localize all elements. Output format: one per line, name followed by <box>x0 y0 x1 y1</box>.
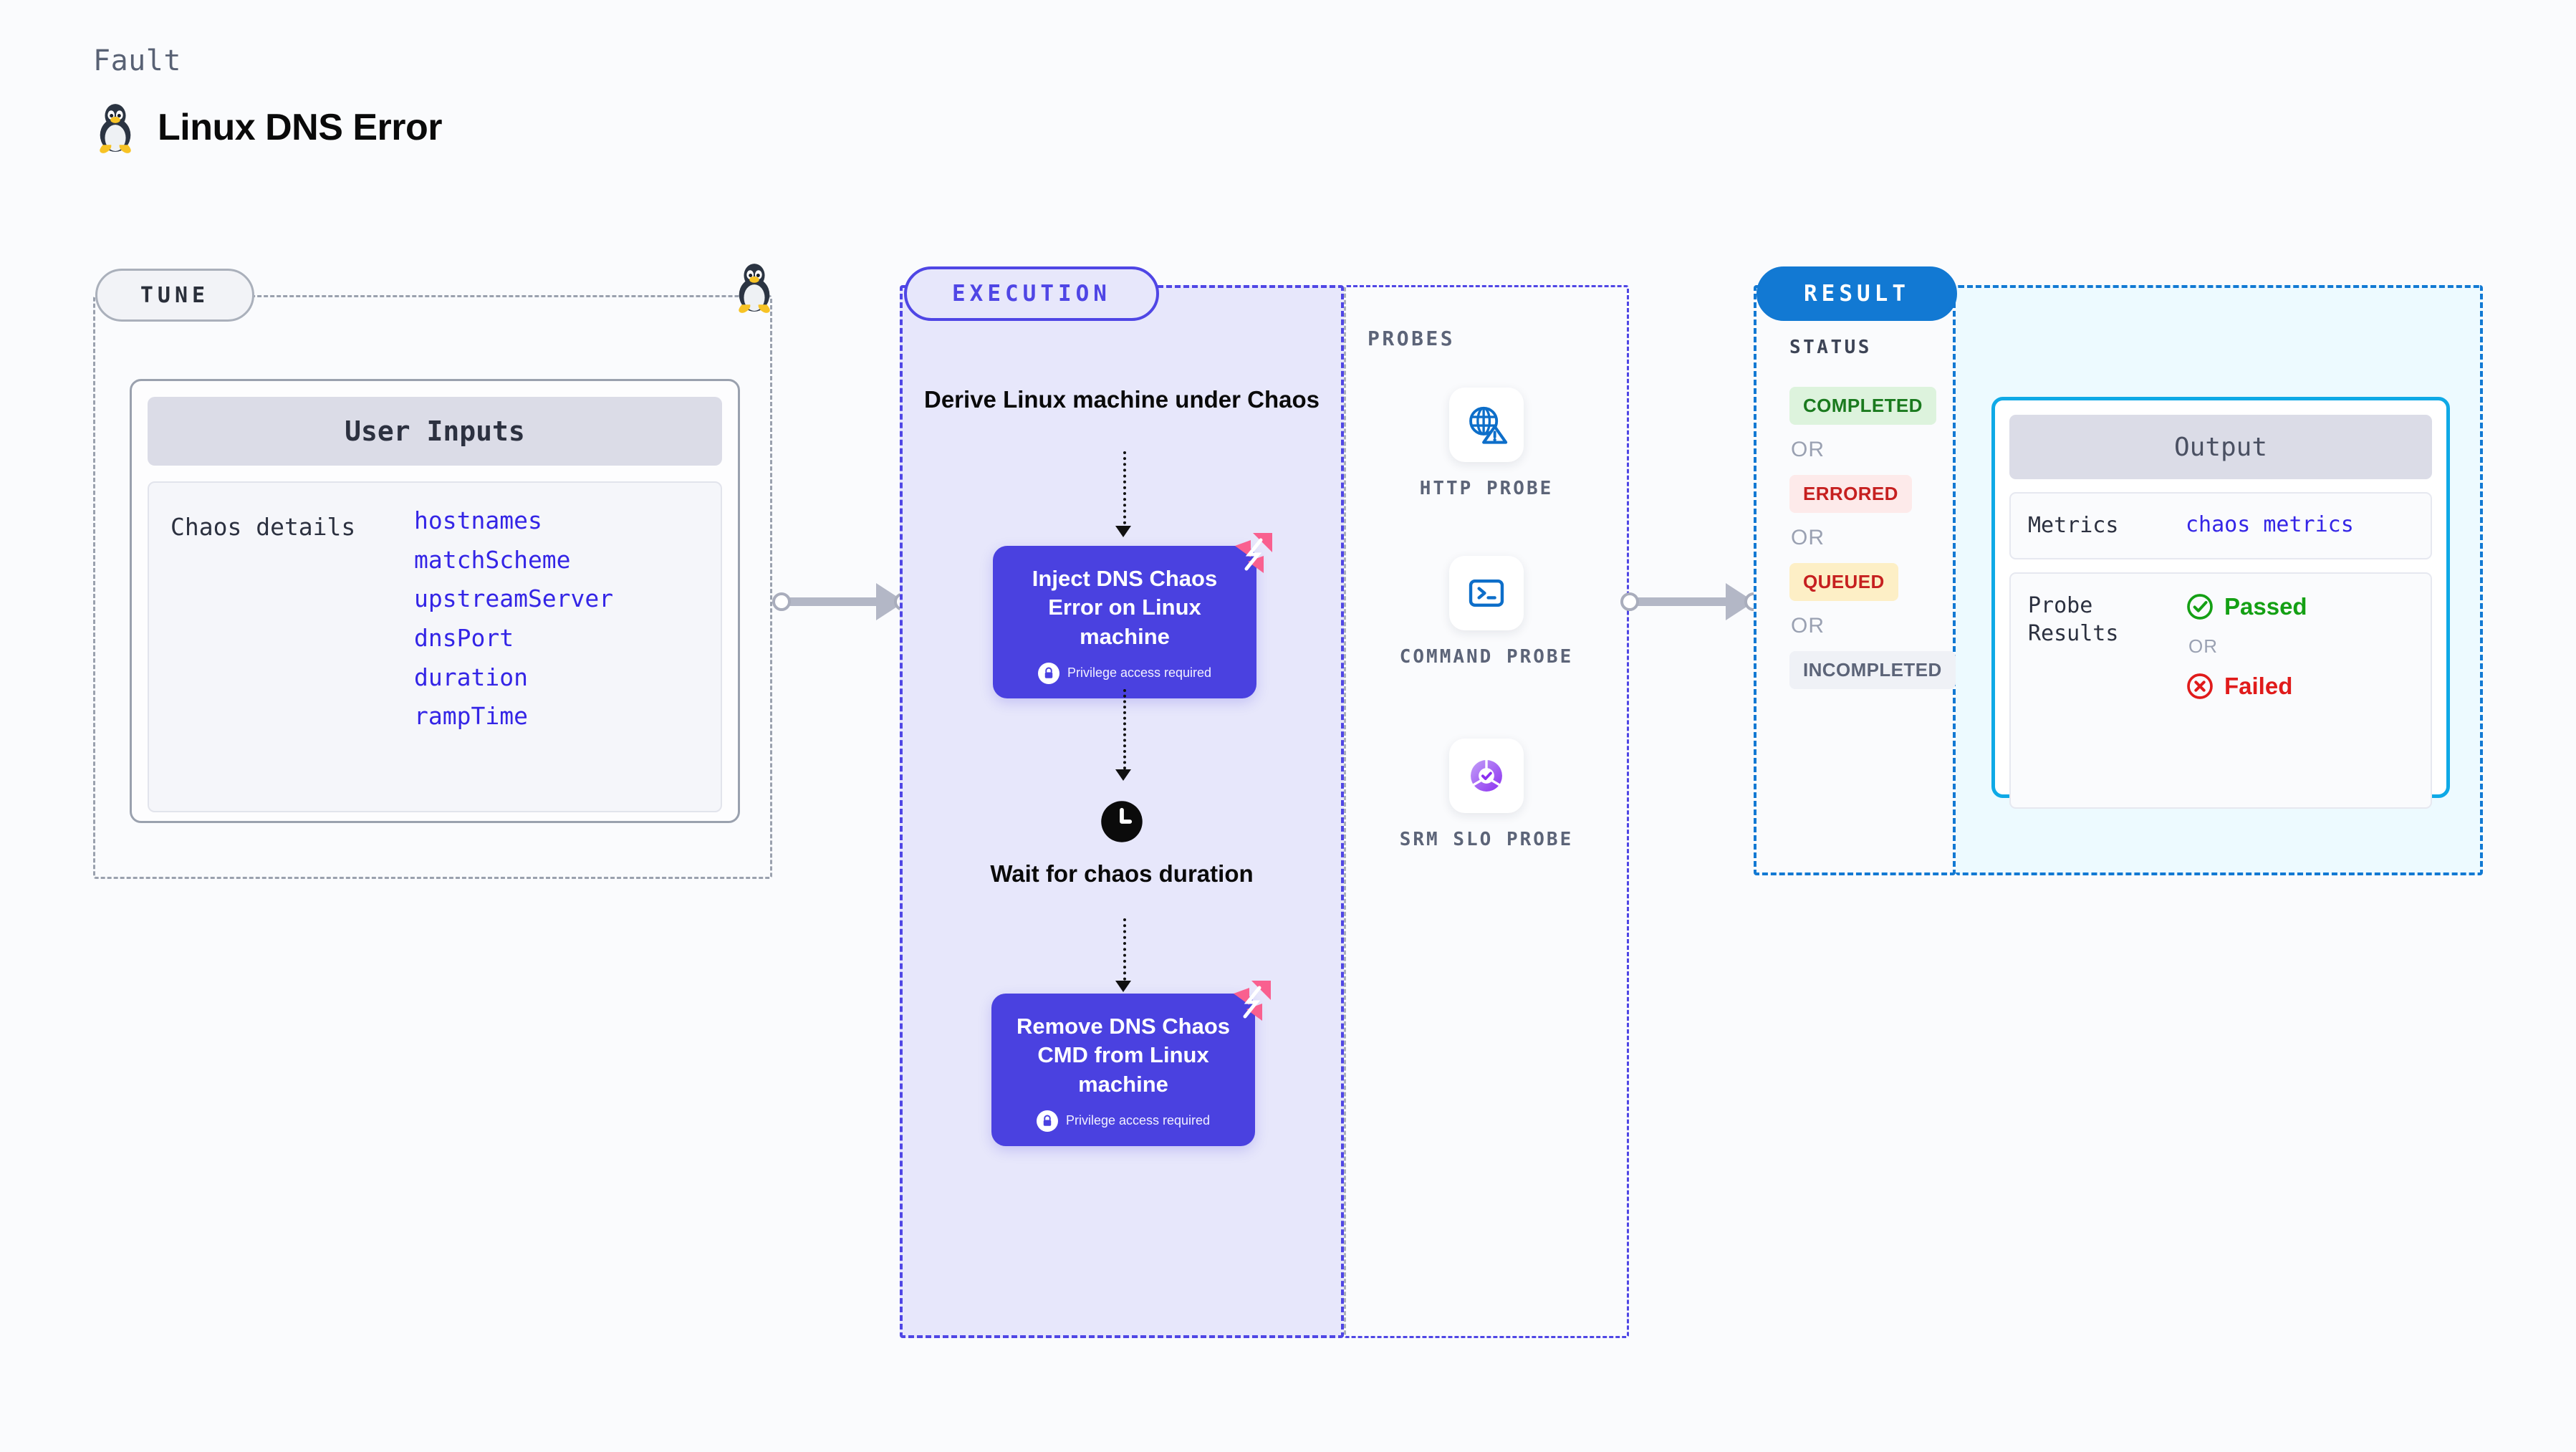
page-title: Linux DNS Error <box>158 107 443 148</box>
harness-chaos-mark-icon <box>1235 533 1272 573</box>
status-chip-completed: COMPLETED <box>1789 387 1936 425</box>
param-ramptime[interactable]: rampTime <box>414 702 528 731</box>
tune-panel: User Inputs Chaos details hostnames matc… <box>93 295 772 879</box>
wait-for-duration-block: Wait for chaos duration <box>903 800 1341 890</box>
node-title: Inject DNS Chaos Error on Linux machine <box>1032 566 1218 649</box>
probe-label: HTTP PROBE <box>1419 478 1554 499</box>
status-chip-incompleted: INCOMPLETED <box>1789 651 1956 689</box>
output-header: Output <box>2009 415 2432 479</box>
check-circle-icon <box>2187 594 2213 620</box>
probes-panel: PROBES HTTP PROBE COMMAND PROBE <box>1344 285 1629 1338</box>
derive-machine-label: Derive Linux machine under Chaos <box>924 386 1320 413</box>
wait-label: Wait for chaos duration <box>990 860 1254 887</box>
chaos-details-label: Chaos details <box>170 513 356 541</box>
clock-icon <box>1101 801 1143 842</box>
probes-title: PROBES <box>1368 327 1456 350</box>
x-circle-icon <box>2187 673 2213 700</box>
param-upstreamserver[interactable]: upstreamServer <box>414 585 614 613</box>
user-inputs-card: User Inputs Chaos details hostnames matc… <box>130 379 740 823</box>
verdict-failed-text: Failed <box>2224 673 2293 700</box>
result-output-panel: Output Metrics chaos metrics Probe Resul… <box>1956 285 2483 875</box>
chaos-parameter-list: hostnames matchScheme upstreamServer dns… <box>414 509 613 785</box>
probe-card-srm-slo[interactable]: SRM SLO PROBE <box>1346 739 1627 852</box>
tune-badge: TUNE <box>95 269 254 322</box>
metrics-value[interactable]: chaos metrics <box>2186 512 2354 537</box>
probe-label: SRM SLO PROBE <box>1399 829 1574 850</box>
tux-penguin-icon <box>739 264 770 313</box>
node-inject-dns-chaos[interactable]: Inject DNS Chaos Error on Linux machine … <box>993 533 1272 698</box>
probe-verdicts: Passed OR Failed <box>2186 592 2307 701</box>
slo-donut-check-icon <box>1449 739 1524 813</box>
result-status-panel: STATUS COMPLETED OR ERRORED OR QUEUED OR… <box>1754 285 1956 875</box>
status-chip-errored: ERRORED <box>1789 475 1912 513</box>
lock-icon <box>1037 662 1059 684</box>
node-privilege-note: Privilege access required <box>1006 662 1244 684</box>
or-separator: OR <box>1791 526 1825 549</box>
result-badge: RESULT <box>1756 266 1957 321</box>
harness-chaos-mark-icon <box>1234 981 1271 1021</box>
execution-panel: Derive Linux machine under Chaos Inject … <box>900 285 1344 1338</box>
user-inputs-header: User Inputs <box>148 397 722 466</box>
fault-title-row: Linux DNS Error <box>93 102 443 153</box>
flow-arrow-1 <box>1115 526 1131 537</box>
param-hostnames[interactable]: hostnames <box>414 506 542 534</box>
or-separator: OR <box>1791 438 1825 461</box>
metrics-row: Metrics chaos metrics <box>2009 492 2432 560</box>
verdict-passed: Passed <box>2186 592 2307 621</box>
execution-badge: EXECUTION <box>904 266 1159 321</box>
status-chip-queued: QUEUED <box>1789 563 1898 601</box>
probe-card-command[interactable]: COMMAND PROBE <box>1346 556 1627 670</box>
or-separator: OR <box>2188 635 2218 658</box>
param-matchscheme[interactable]: matchScheme <box>414 545 571 574</box>
param-duration[interactable]: duration <box>414 663 528 691</box>
flow-arrow-2 <box>1115 769 1131 781</box>
verdict-passed-text: Passed <box>2224 593 2307 620</box>
page-header: Fault Linux DNS Error <box>93 44 443 153</box>
flow-line-3 <box>1123 918 1126 986</box>
or-separator: OR <box>1791 614 1825 638</box>
probe-card-http[interactable]: HTTP PROBE <box>1346 388 1627 501</box>
flow-line-2 <box>1123 689 1126 775</box>
user-inputs-body: Chaos details hostnames matchScheme upst… <box>148 481 722 812</box>
node-privilege-text: Privilege access required <box>1065 1113 1211 1128</box>
fault-kicker: Fault <box>93 44 181 77</box>
node-privilege-note: Privilege access required <box>1004 1110 1242 1132</box>
lock-icon <box>1036 1110 1058 1132</box>
status-title: STATUS <box>1789 337 1872 358</box>
probe-label: COMMAND PROBE <box>1399 646 1574 668</box>
probe-results-key: Probe Results <box>2028 593 2119 646</box>
param-dnsport[interactable]: dnsPort <box>414 623 514 652</box>
terminal-icon <box>1449 556 1524 630</box>
node-remove-dns-chaos[interactable]: Remove DNS Chaos CMD from Linux machine … <box>991 981 1271 1146</box>
metrics-key: Metrics <box>2028 513 2119 538</box>
status-list: COMPLETED OR ERRORED OR QUEUED OR INCOMP… <box>1789 387 1956 689</box>
globe-warning-icon <box>1449 388 1524 462</box>
output-card: Output Metrics chaos metrics Probe Resul… <box>1991 397 2450 809</box>
tux-penguin-icon <box>100 104 131 153</box>
verdict-failed: Failed <box>2186 672 2307 701</box>
node-privilege-text: Privilege access required <box>1067 665 1212 681</box>
node-title: Remove DNS Chaos CMD from Linux machine <box>1016 1014 1231 1097</box>
flow-line-1 <box>1123 451 1126 530</box>
probe-results-row: Probe Results Passed OR Failed <box>2009 572 2432 809</box>
flow-arrow-3 <box>1115 981 1131 992</box>
